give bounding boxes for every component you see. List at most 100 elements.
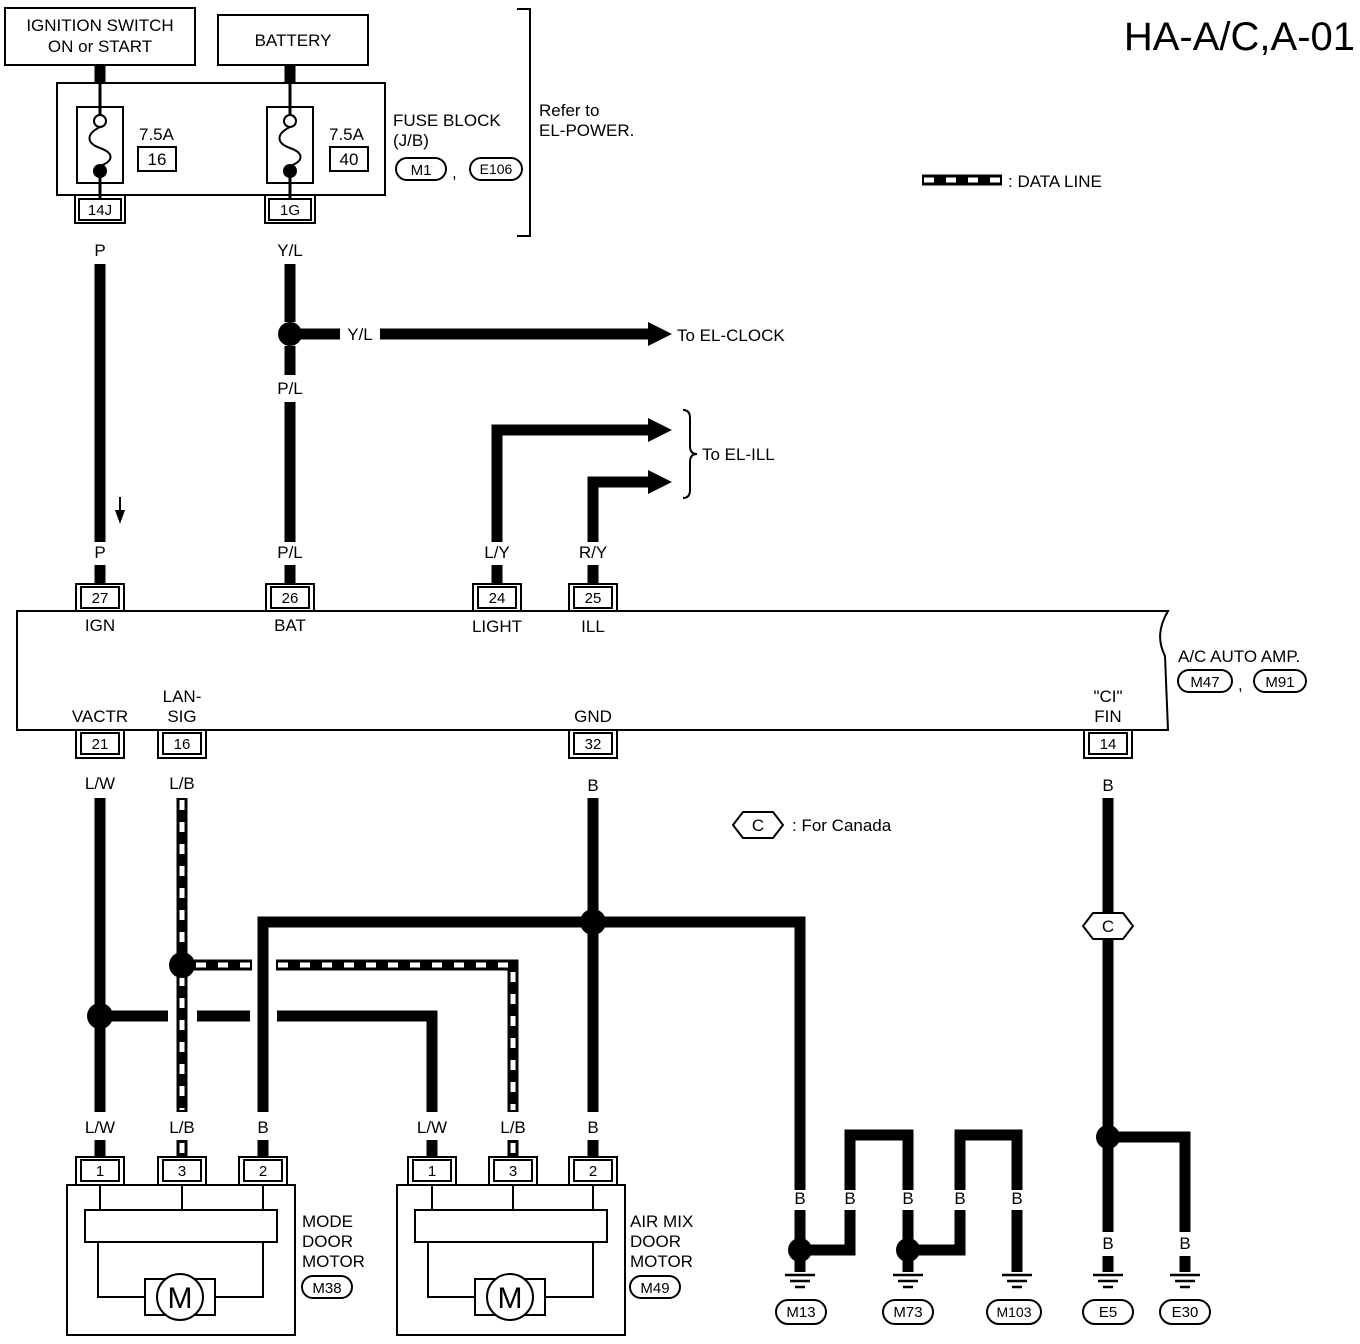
svg-text:2: 2 xyxy=(259,1163,267,1180)
fuse-40-terminal-open xyxy=(283,114,297,128)
terminal-label-bat: BAT xyxy=(274,616,306,635)
canada-marker: C xyxy=(1081,912,1135,940)
mode-motor-control-unit xyxy=(84,1209,278,1243)
splice-lansig xyxy=(169,952,195,978)
wire-label-vactr: L/W xyxy=(85,774,115,793)
wire-label-airmix-1: L/W xyxy=(417,1118,447,1137)
fuse-40-element xyxy=(278,126,302,167)
svg-text:3: 3 xyxy=(178,1163,186,1180)
wire-ill xyxy=(587,476,652,542)
wire-label-ground-e30: B xyxy=(1179,1234,1190,1253)
ground-icon xyxy=(893,1273,923,1289)
airmix-motor-name-1: AIR MIX xyxy=(630,1212,693,1231)
wire-label-ground-m73: B xyxy=(902,1189,913,1208)
arrow-clock xyxy=(648,322,672,346)
mode-door-motor: 1 3 2 M xyxy=(66,1156,296,1336)
connector-27: 27 xyxy=(75,583,125,611)
splice-gnd xyxy=(580,909,606,935)
refer-bracket xyxy=(517,8,531,237)
data-line-lansig-branch xyxy=(182,959,519,1112)
svg-text:1: 1 xyxy=(428,1163,436,1180)
amp-connector-separator: , xyxy=(1238,675,1243,694)
splice-ground-m73 xyxy=(896,1238,920,1262)
mode-connector-pin-3: 3 xyxy=(157,1156,207,1185)
terminal-label-ill: ILL xyxy=(581,617,605,636)
splice-bat xyxy=(278,322,302,346)
fuse-block-label: FUSE BLOCK (J/B) M1 , E106 xyxy=(393,111,523,182)
ground-connector-m13: M13 xyxy=(786,1304,815,1321)
connector-27-label: 27 xyxy=(92,590,109,607)
arrow-light xyxy=(648,418,672,442)
splice-vactr xyxy=(87,1003,113,1029)
terminal-label-ign: IGN xyxy=(85,616,115,635)
ground-connector-e30: E30 xyxy=(1172,1304,1199,1321)
connector-14: 14 xyxy=(1083,730,1133,759)
legend-canada-symbol: C xyxy=(752,816,764,835)
airmix-connector-pin-1: 1 xyxy=(407,1156,457,1185)
connector-26: 26 xyxy=(265,583,315,611)
legend-canada-text: : For Canada xyxy=(792,816,892,835)
motor-icon: M xyxy=(144,1273,216,1321)
connector-25: 25 xyxy=(568,583,618,611)
ground-icon xyxy=(785,1273,815,1289)
wire-label-ground-jump-1a: B xyxy=(844,1189,855,1208)
wire-label-ign-amp: P xyxy=(94,543,105,562)
ac-auto-amp-name: A/C AUTO AMP. xyxy=(1178,647,1300,666)
legend-data-line-text: : DATA LINE xyxy=(1008,172,1102,191)
connector-25-label: 25 xyxy=(585,590,602,607)
wire-label-ill-amp: R/Y xyxy=(579,543,607,562)
arrow-ill xyxy=(648,470,672,494)
terminal-label-gnd: GND xyxy=(574,707,612,726)
fuse-block: 7.5A 16 7.5A 40 xyxy=(56,82,386,198)
connector-21-label: 21 xyxy=(92,736,109,753)
connector-14j: 14J xyxy=(74,195,126,224)
airmix-connector-pin-2: 2 xyxy=(568,1156,618,1185)
motor-icon: M xyxy=(474,1273,546,1321)
svg-text:3: 3 xyxy=(509,1163,517,1180)
mode-motor-connector: M38 xyxy=(312,1280,341,1297)
wire-ground-jump-2a xyxy=(918,1210,966,1256)
connector-16-label: 16 xyxy=(174,736,191,753)
mode-motor-name-3: MOTOR xyxy=(302,1252,365,1271)
ground-icon xyxy=(1002,1273,1032,1289)
airmix-motor-name-3: MOTOR xyxy=(630,1252,693,1271)
legend-data-line: : DATA LINE xyxy=(922,172,1102,191)
terminal-label-cifin-line2: FIN xyxy=(1094,707,1121,726)
wire-label-clock: Y/L xyxy=(347,325,373,344)
ac-auto-amp-body xyxy=(16,610,1170,731)
fuse-16-terminal-open xyxy=(93,114,107,128)
connector-21: 21 xyxy=(75,730,125,759)
ground-connector-m103: M103 xyxy=(996,1304,1031,1320)
svg-text:2: 2 xyxy=(589,1163,597,1180)
refer-line2: EL-POWER. xyxy=(539,121,634,140)
connector-32: 32 xyxy=(568,730,618,759)
fuse-40-rating: 7.5A xyxy=(329,125,365,144)
terminal-label-lansig-line1: LAN- xyxy=(163,687,202,706)
wire-label-bat-fuse: Y/L xyxy=(277,241,303,260)
wire-ground-jump-2b xyxy=(954,1129,1023,1190)
splice-ground-e xyxy=(1096,1125,1120,1149)
connector-14j-label: 14J xyxy=(88,202,112,219)
ignition-switch-line2: ON or START xyxy=(48,37,152,56)
wire-light xyxy=(491,424,652,542)
ignition-switch: IGNITION SWITCH ON or START xyxy=(4,7,196,66)
fuse-40-number: 40 xyxy=(340,150,359,169)
wire-label-ground-jump-2a: B xyxy=(954,1189,965,1208)
airmix-motor-control-unit xyxy=(414,1209,608,1243)
small-down-arrow-icon xyxy=(115,497,125,524)
connector-24-label: 24 xyxy=(489,590,506,607)
connector-16: 16 xyxy=(157,730,207,759)
fuse-16-element xyxy=(88,126,112,167)
fuse-block-line1: FUSE BLOCK xyxy=(393,111,501,130)
legend-canada: C : For Canada xyxy=(731,811,892,839)
ill-brace xyxy=(682,409,698,499)
terminal-label-cifin-line1: "CI" xyxy=(1093,687,1122,706)
wire-label-airmix-3: L/B xyxy=(500,1118,526,1137)
fuse-block-separator: , xyxy=(452,163,457,182)
canada-marker-symbol: C xyxy=(1102,917,1114,936)
svg-text:1: 1 xyxy=(96,1163,104,1180)
battery-label: BATTERY xyxy=(255,31,332,50)
ignition-switch-line1: IGNITION SWITCH xyxy=(26,16,173,35)
wire-ground-bus xyxy=(257,916,806,1190)
